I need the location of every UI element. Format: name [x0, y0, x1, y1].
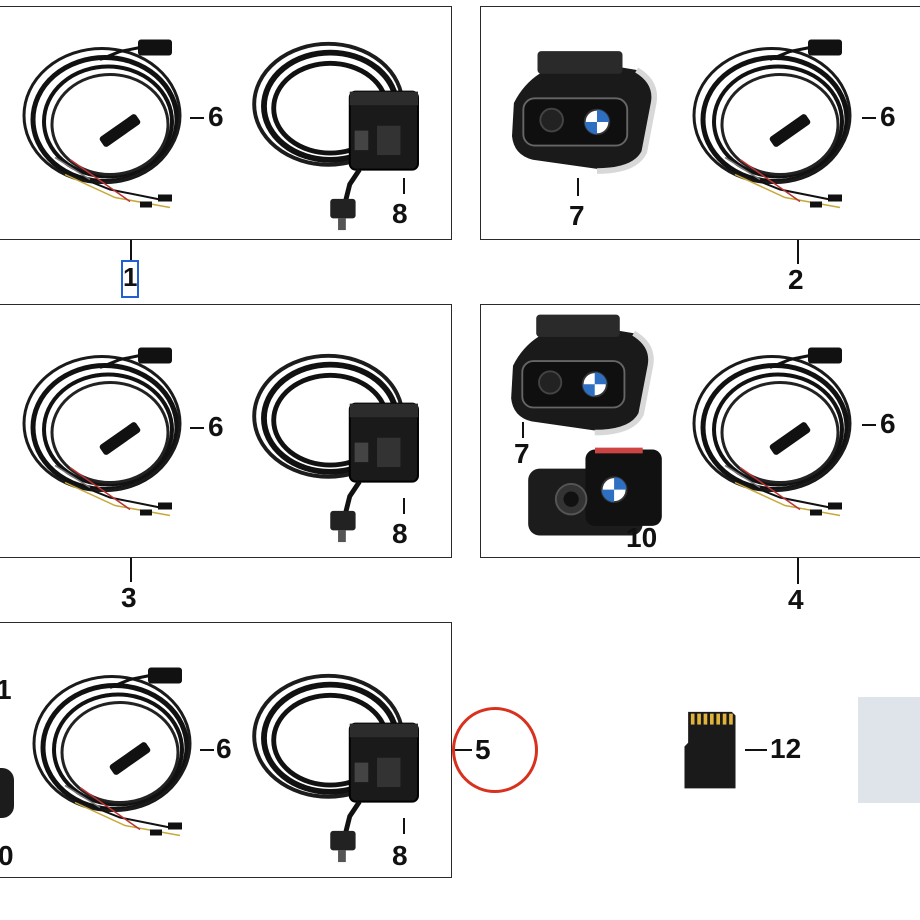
part-number-label: 8 [392, 518, 408, 549]
leader-line [190, 427, 204, 429]
group-number-label: 4 [788, 584, 804, 615]
harness-cable-icon [20, 22, 200, 217]
part-number-label: 10 [626, 522, 658, 553]
front-camera-icon [495, 45, 665, 180]
leader-line [190, 117, 204, 119]
part-number-label: 7 [569, 200, 585, 231]
leader-line [745, 749, 767, 751]
part-number-label: 6 [880, 408, 896, 439]
part-number-label: 1 [0, 674, 12, 705]
leader-line [403, 818, 405, 834]
harness-cable-icon [20, 330, 200, 525]
harness-cable-icon [690, 330, 870, 525]
control-unit-cable-icon [250, 670, 430, 865]
leader-line [403, 178, 405, 194]
group-number-label: 3 [121, 582, 137, 613]
group-number-label: 2 [788, 264, 804, 295]
front-camera-icon [493, 310, 663, 440]
control-unit-cable-icon [250, 350, 430, 545]
group-number-label-highlighted[interactable]: 1 [121, 260, 139, 298]
part-number-label: 6 [880, 101, 896, 132]
harness-cable-icon [30, 650, 210, 845]
part-number-label: 8 [392, 198, 408, 229]
leader-line [862, 424, 876, 426]
leader-line [644, 508, 646, 522]
part-number-label: 12 [770, 733, 802, 764]
rear-camera-fragment [0, 768, 14, 818]
leader-line [522, 422, 524, 438]
leader-line [862, 117, 876, 119]
image-placeholder [858, 697, 920, 803]
leader-line [797, 240, 799, 264]
highlight-circle [452, 707, 538, 793]
leader-line [797, 558, 799, 584]
part-number-label: 6 [208, 411, 224, 442]
part-number-label: 7 [514, 438, 530, 469]
leader-line [403, 498, 405, 514]
part-number-label: 6 [216, 733, 232, 764]
leader-line [130, 558, 132, 582]
group-number-label-circled[interactable]: 5 [475, 734, 491, 765]
leader-line [130, 240, 132, 260]
part-number-label: 8 [392, 840, 408, 871]
sd-card-icon [680, 710, 740, 792]
leader-line [200, 749, 214, 751]
leader-line [577, 178, 579, 196]
harness-cable-icon [690, 22, 870, 217]
part-number-label: 6 [208, 101, 224, 132]
part-number-label: 0 [0, 840, 14, 871]
